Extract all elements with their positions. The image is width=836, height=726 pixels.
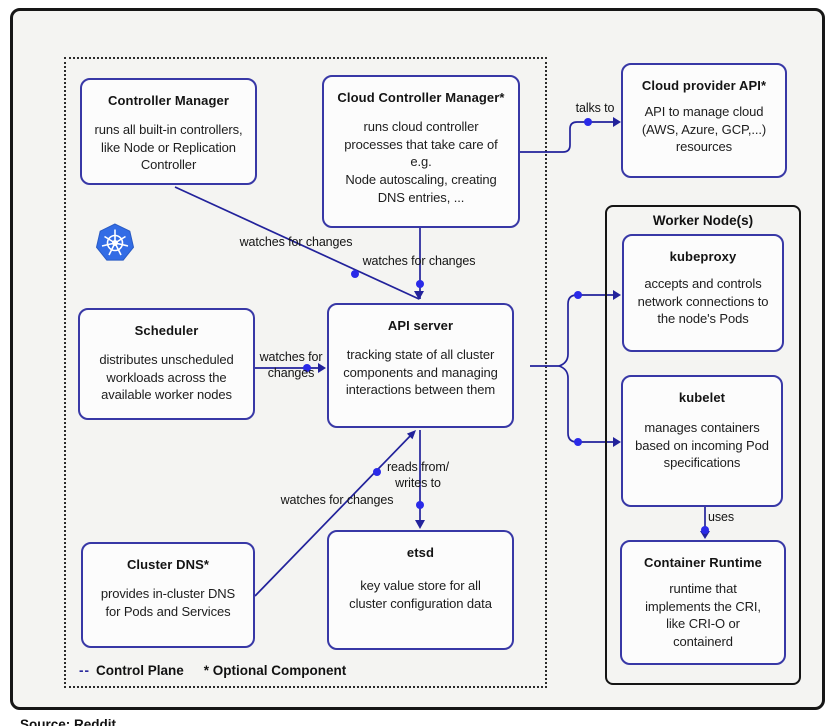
node-title: kubelet bbox=[678, 390, 726, 405]
node-container-runtime: Container Runtime runtime that implement… bbox=[620, 540, 786, 665]
node-kubelet: kubelet manages containers based on inco… bbox=[621, 375, 783, 507]
legend-control-plane-label: Control Plane bbox=[96, 663, 184, 678]
worker-node-container: Worker Node(s) bbox=[605, 205, 801, 685]
legend-dash-sample: -- bbox=[79, 663, 90, 678]
node-kubeproxy: kubeproxy accepts and controls network c… bbox=[622, 234, 784, 352]
node-body: key value store for all cluster configur… bbox=[349, 578, 492, 611]
edge-label-watches-for-changes: watches for changes bbox=[239, 234, 353, 249]
node-body: runs cloud controller processes that tak… bbox=[344, 119, 498, 205]
legend-control-plane: -- Control Plane bbox=[79, 663, 184, 678]
node-body: API to manage cloud (AWS, Azure, GCP,...… bbox=[641, 104, 767, 155]
node-title: Cloud provider API* bbox=[641, 78, 767, 93]
node-cloud-controller-manager: Cloud Controller Manager* runs cloud con… bbox=[322, 75, 520, 228]
node-body: manages containers based on incoming Pod… bbox=[635, 420, 769, 471]
node-body: distributes unscheduled workloads across… bbox=[99, 352, 234, 403]
node-cluster-dns: Cluster DNS* provides in-cluster DNS for… bbox=[81, 542, 255, 648]
node-title: Scheduler bbox=[134, 323, 199, 338]
worker-node-title: Worker Node(s) bbox=[652, 213, 754, 228]
node-title: Controller Manager bbox=[108, 93, 229, 108]
edge-label-reads-writes: reads from/ writes to bbox=[386, 459, 450, 490]
node-title: Cloud Controller Manager* bbox=[337, 90, 505, 105]
control-plane-boundary bbox=[64, 57, 547, 688]
node-title: kubeproxy bbox=[669, 249, 737, 264]
node-title: Container Runtime bbox=[644, 555, 762, 570]
edge-label-talks-to: talks to bbox=[575, 100, 615, 115]
legend-optional-component: * Optional Component bbox=[204, 663, 347, 678]
node-api-server: API server tracking state of all cluster… bbox=[327, 303, 514, 428]
node-controller-manager: Controller Manager runs all built-in con… bbox=[80, 78, 257, 185]
source-caption: Source: Reddit bbox=[20, 717, 117, 726]
kubernetes-logo-icon bbox=[95, 223, 135, 261]
node-title: Cluster DNS* bbox=[126, 557, 210, 572]
edge-label-uses: uses bbox=[707, 509, 735, 524]
node-body: tracking state of all cluster components… bbox=[343, 347, 498, 398]
node-etsd: etsd key value store for all cluster con… bbox=[327, 530, 514, 650]
node-cloud-provider-api: Cloud provider API* API to manage cloud … bbox=[621, 63, 787, 178]
node-body: runtime that implements the CRI, like CR… bbox=[645, 581, 761, 650]
edge-label-watches-for-changes: watches for changes bbox=[362, 253, 476, 268]
node-scheduler: Scheduler distributes unscheduled worklo… bbox=[78, 308, 255, 420]
node-body: accepts and controls network connections… bbox=[637, 276, 769, 327]
node-title: API server bbox=[387, 318, 454, 333]
edge-label-watches-for-changes: watches for changes bbox=[280, 492, 394, 507]
legend-optional-component-label: * Optional Component bbox=[203, 663, 347, 678]
legend: -- Control Plane * Optional Component bbox=[79, 663, 346, 678]
node-title: etsd bbox=[406, 545, 435, 560]
node-body: runs all built-in controllers, like Node… bbox=[94, 122, 243, 173]
node-body: provides in-cluster DNS for Pods and Ser… bbox=[100, 586, 236, 619]
edge-label-watches-for-changes: watches for changes bbox=[259, 349, 323, 380]
